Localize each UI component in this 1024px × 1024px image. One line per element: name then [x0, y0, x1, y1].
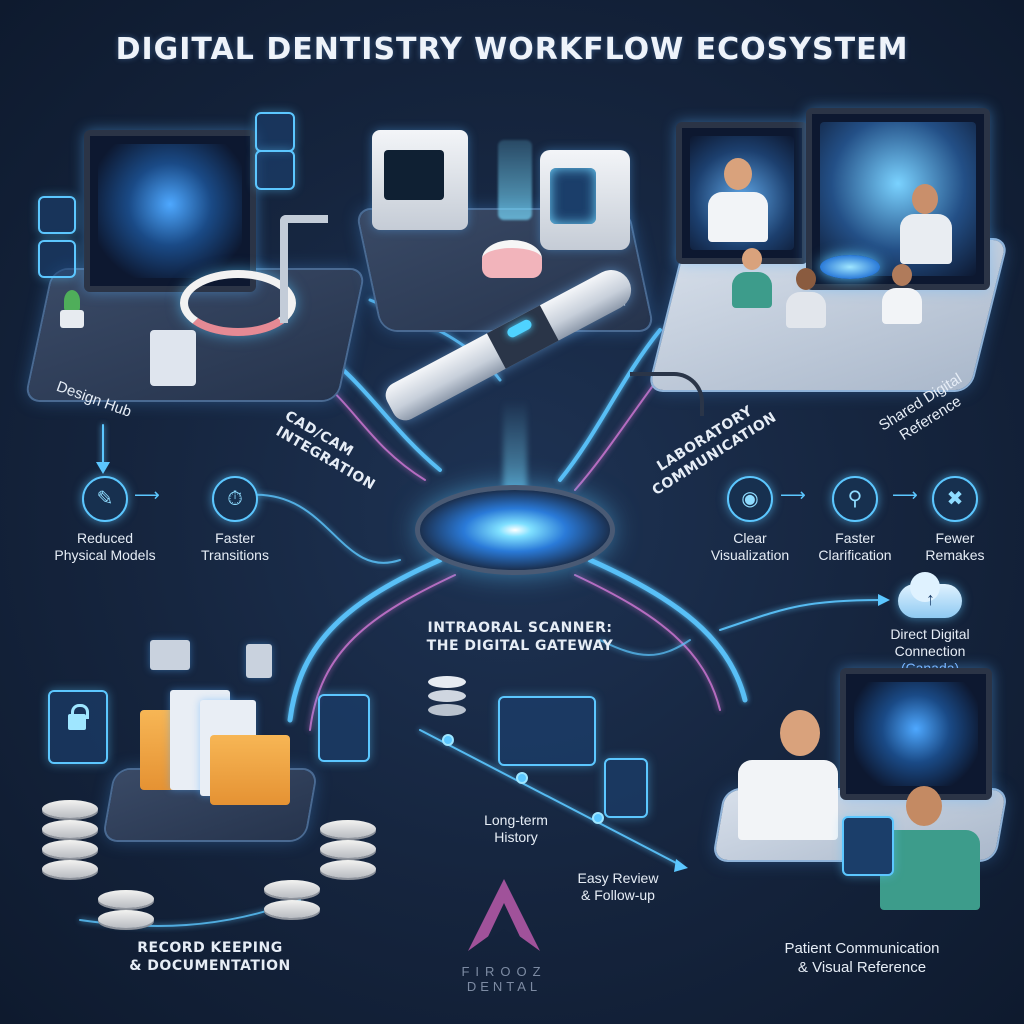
dental-model-stack: [98, 910, 154, 928]
patient-line2: & Visual Reference: [797, 958, 927, 976]
review-line2: & Follow-up: [581, 886, 655, 903]
patient-comm-label: Patient Communication & Visual Reference: [752, 940, 972, 978]
design-side-panel: [38, 196, 76, 234]
tablet-icon: [842, 816, 894, 876]
dental-model-stack: [264, 900, 320, 918]
review-line1: Easy Review: [577, 870, 659, 886]
tooth-edit-icon: ✎: [82, 476, 128, 522]
eye-icon: ◉: [727, 476, 773, 522]
plant-icon: [58, 290, 86, 330]
arrow-right-icon: ⟶: [780, 485, 806, 505]
dental-model-icon: [180, 270, 296, 336]
folder-small-icon: [150, 640, 190, 670]
stopwatch-icon: ⏱: [212, 476, 258, 522]
dentist-body: [786, 292, 826, 328]
dentist-avatar: [796, 268, 816, 290]
cloud-line1: Direct Digital: [890, 626, 970, 642]
dental-model-stack: [42, 860, 98, 878]
record-keeping-label: RECORD KEEPING & DOCUMENTATION: [110, 940, 310, 975]
design-side-panel: [38, 240, 76, 278]
dental-model-stack: [42, 820, 98, 838]
right-step-faster-clarification: ⚲ Faster Clarification: [800, 476, 910, 564]
lock-panel-icon: [48, 690, 108, 764]
left-step-faster-transitions: ⏱ Faster Transitions: [180, 476, 290, 564]
lab-tech-avatar: [742, 248, 762, 270]
assistant-body: [882, 288, 922, 324]
folder-icon: [210, 735, 290, 805]
dental-model-stack: [320, 820, 376, 838]
patient-avatar: [906, 786, 942, 826]
dental-model-stack: [320, 840, 376, 858]
3d-printer: [540, 150, 630, 250]
right-step-clear-visualization: ◉ Clear Visualization: [690, 476, 810, 564]
milling-machine: [372, 130, 468, 230]
light-beam: [498, 140, 532, 220]
record-line2: & DOCUMENTATION: [129, 957, 291, 974]
center-label: INTRAORAL SCANNER: THE DIGITAL GATEWAY: [420, 620, 620, 655]
step-label-line1: Faster: [215, 530, 255, 546]
tooth-panel-icon: [255, 112, 295, 152]
magnifier-icon: ⚲: [832, 476, 878, 522]
step-label-line2: Transitions: [201, 546, 269, 563]
step-label-line1: Faster: [835, 530, 875, 546]
no-remake-icon: ✖: [932, 476, 978, 522]
chart-panel-icon: [318, 694, 370, 762]
history-line1: Long-term: [484, 812, 548, 828]
step-label-line2: Physical Models: [54, 546, 156, 563]
step-label-line2: Clarification: [818, 546, 892, 563]
record-line1: RECORD KEEPING: [137, 940, 283, 956]
step-label-line2: Remakes: [925, 546, 985, 563]
step-label-line1: Clear: [733, 530, 767, 546]
logo-name: FIROOZ: [461, 964, 547, 979]
tooth-panel-icon: [255, 150, 295, 190]
dentist-body: [738, 760, 838, 840]
arrow-right-icon: ⟶: [892, 485, 918, 505]
tooth-preview-panel: [604, 758, 648, 818]
center-line2: THE DIGITAL GATEWAY: [426, 637, 614, 654]
cloud-line2: Connection: [894, 642, 966, 659]
scanner-portal: [420, 490, 610, 570]
long-term-history: Long-term History: [466, 812, 566, 846]
page-title: DIGITAL DENTISTRY WORKFLOW ECOSYSTEM: [115, 32, 909, 67]
database-icon: [428, 676, 466, 720]
patient-body: [880, 830, 980, 910]
scanner-cable: [630, 372, 704, 416]
left-step-reduced-models: ✎ Reduced Physical Models: [40, 476, 170, 564]
assistant-avatar: [892, 264, 912, 286]
lab-monitor: [806, 108, 990, 290]
printer-stand: [150, 330, 196, 386]
document-small-icon: [246, 644, 272, 678]
arrow-right-icon: ⟶: [134, 485, 160, 505]
firooz-dental-logo: FIROOZ DENTAL: [454, 875, 554, 994]
logo-mark: [468, 879, 540, 951]
right-step-fewer-remakes: ✖ Fewer Remakes: [910, 476, 1000, 564]
dental-model-stack: [42, 800, 98, 818]
scan-preview-panel: [498, 696, 596, 766]
history-line2: History: [494, 828, 538, 845]
logo-sub: DENTAL: [466, 979, 542, 994]
dental-model-stack: [42, 840, 98, 858]
design-monitor: [84, 130, 256, 292]
direct-digital-connection: ↑ Direct Digital Connection (Canada): [870, 572, 990, 676]
dental-model-stack: [264, 880, 320, 898]
step-label-line2: Visualization: [710, 546, 790, 563]
cloud-upload-icon: ↑: [898, 572, 962, 618]
patient-line1: Patient Communication: [784, 940, 940, 957]
center-line1: INTRAORAL SCANNER:: [427, 620, 613, 636]
step-label-line1: Reduced: [76, 530, 134, 546]
dental-model-stack: [98, 890, 154, 908]
dentist-avatar: [780, 710, 820, 756]
robot-arm-icon: [280, 215, 328, 323]
video-call-monitor: [676, 122, 808, 264]
hologram-base: [820, 255, 880, 279]
denture-model-icon: [482, 240, 542, 278]
easy-review: Easy Review & Follow-up: [560, 870, 676, 904]
dental-model-stack: [320, 860, 376, 878]
lab-tech-body: [732, 272, 772, 308]
patient-monitor: [840, 668, 992, 800]
step-label-line1: Fewer: [935, 530, 975, 546]
